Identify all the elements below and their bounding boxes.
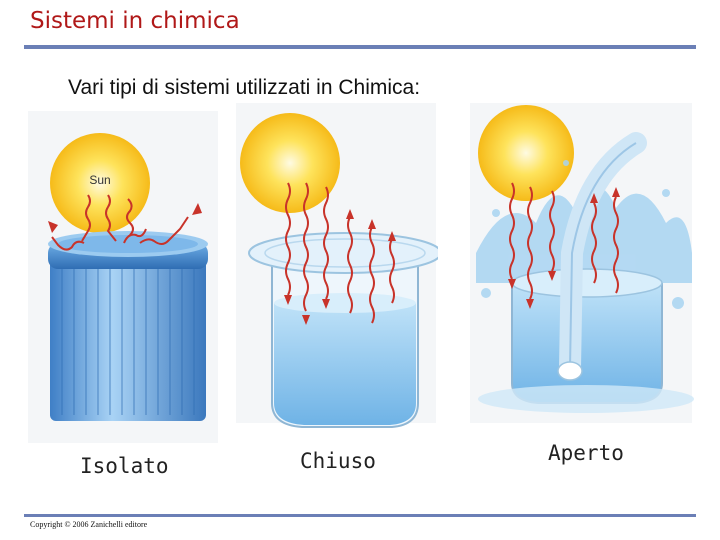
open-system-illustration: [466, 103, 696, 443]
copyright-notice: Copyright © 2006 Zanichelli editore: [30, 520, 147, 529]
caption-isolato: Isolato: [80, 454, 169, 478]
slide-title: Sistemi in chimica: [30, 8, 240, 34]
caption-chiuso: Chiuso: [300, 449, 376, 473]
title-divider: [24, 45, 696, 49]
sun-label: Sun: [89, 173, 110, 187]
caption-aperto: Aperto: [548, 441, 624, 465]
slide-subtitle: Vari tipi di sistemi utilizzati in Chimi…: [68, 76, 420, 100]
sun-icon: [240, 113, 340, 213]
closed-system-illustration: [232, 103, 438, 443]
isolated-system-illustration: Sun: [28, 103, 218, 443]
footer-divider: [24, 514, 696, 517]
sun-icon: [478, 105, 574, 201]
sun-icon: Sun: [50, 133, 150, 233]
